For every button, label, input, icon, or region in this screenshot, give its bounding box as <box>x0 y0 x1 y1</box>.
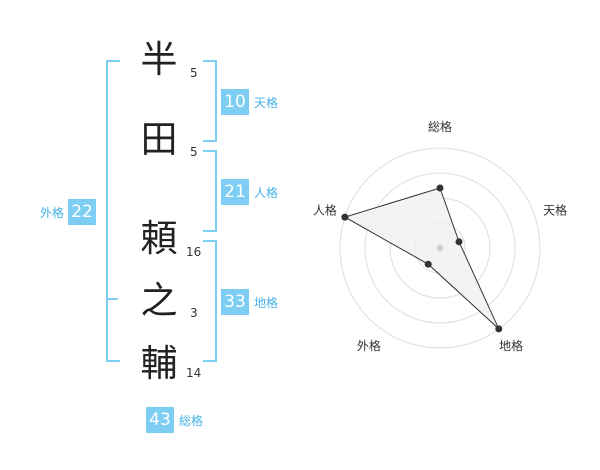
radar-point-2 <box>455 238 463 246</box>
radar-area <box>343 187 500 330</box>
name-char-2: 田 <box>140 118 178 161</box>
chikaku-bracket <box>203 240 217 362</box>
tenkaku-badge: 10 天格 <box>221 89 278 115</box>
stroke-count-1: 5 <box>190 66 198 80</box>
jinkaku-bracket <box>203 150 217 232</box>
stroke-count-3: 16 <box>186 245 202 259</box>
radar-point-3 <box>495 325 503 333</box>
soukaku-value: 43 <box>146 407 174 433</box>
gaikaku-label: 外格 <box>40 205 65 220</box>
radar-axis-label-5: 人格 <box>313 203 337 218</box>
radar-axis-label-3: 地格 <box>499 338 523 353</box>
stroke-count-2: 5 <box>190 145 198 159</box>
name-char-3: 頼 <box>140 217 178 260</box>
chikaku-badge: 33 地格 <box>221 289 278 315</box>
name-char-4: 之 <box>140 279 178 322</box>
soukaku-badge: 43 総格 <box>146 407 203 433</box>
radar-ring-3 <box>364 172 516 324</box>
radar-point-5 <box>341 213 349 221</box>
radar-ring-4 <box>339 147 541 349</box>
tenkaku-value: 10 <box>221 89 249 115</box>
tenkaku-label: 天格 <box>254 95 279 110</box>
gaikaku-bracket <box>106 60 120 362</box>
gaikaku-value: 22 <box>68 199 97 225</box>
stroke-count-4: 3 <box>190 306 198 320</box>
name-char-5: 輔 <box>140 342 178 385</box>
radar-point-1 <box>436 184 444 192</box>
tenkaku-bracket <box>203 60 217 142</box>
radar-point-4 <box>424 260 432 268</box>
radar-axis-label-2: 天格 <box>543 203 567 218</box>
jinkaku-badge: 21 人格 <box>221 179 278 205</box>
jinkaku-value: 21 <box>221 179 249 205</box>
gaikaku-bracket-tick <box>106 298 118 300</box>
gaikaku-badge: 外格 22 <box>40 199 97 225</box>
radar-axis-label-4: 外格 <box>357 338 381 353</box>
chikaku-value: 33 <box>221 289 249 315</box>
chikaku-label: 地格 <box>254 295 279 310</box>
soukaku-label: 総格 <box>179 413 204 428</box>
name-char-1: 半 <box>140 38 178 81</box>
stroke-count-5: 14 <box>186 366 202 380</box>
radar-center <box>437 245 443 251</box>
jinkaku-label: 人格 <box>254 185 279 200</box>
radar-axis-label-1: 総格 <box>428 119 452 134</box>
